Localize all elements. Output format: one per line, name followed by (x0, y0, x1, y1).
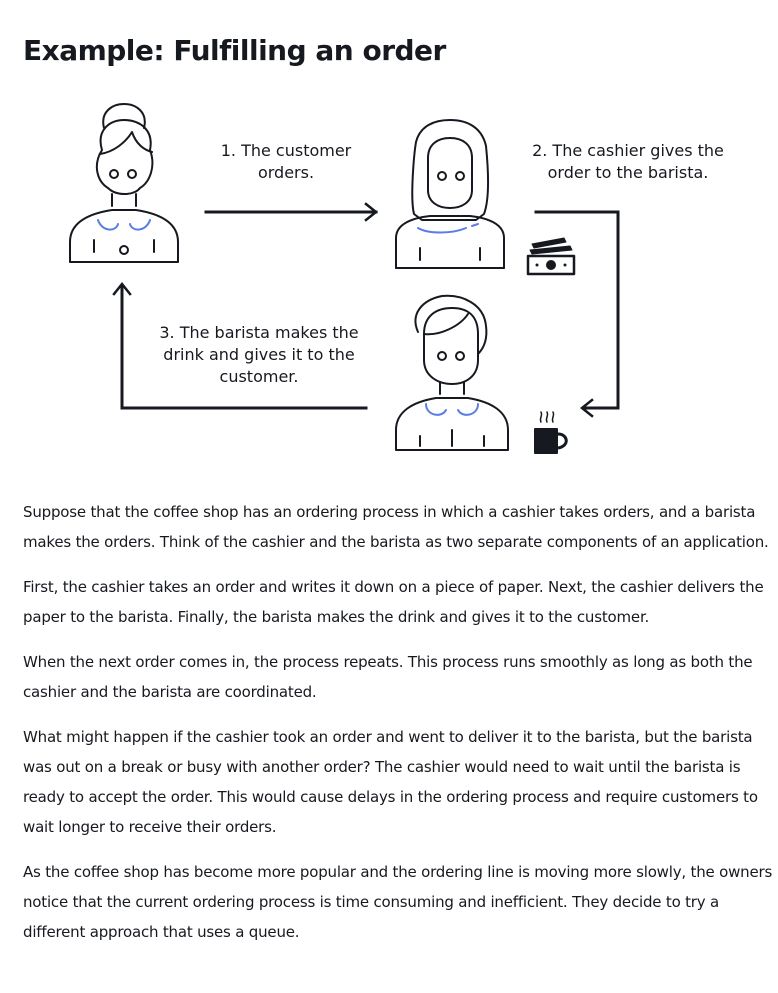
coffee-cup-icon (534, 411, 568, 454)
article-body: Suppose that the coffee shop has an orde… (23, 497, 775, 962)
step-2-label: 2. The cashier gives the order to the ba… (532, 141, 724, 182)
paragraph: What might happen if the cashier took an… (23, 728, 758, 836)
cashier-icon (395, 119, 505, 269)
page-title: Example: Fulfilling an order (23, 34, 446, 67)
arrow-barista-to-customer (112, 281, 368, 410)
paragraph: First, the cashier takes an order and wr… (23, 578, 764, 626)
paragraph: As the coffee shop has become more popul… (23, 863, 773, 941)
order-flow-diagram: 1. The customer orders. 2. The cashier g… (0, 90, 778, 470)
diagram-canvas (69, 103, 620, 454)
arrow-cashier-to-barista (534, 210, 620, 418)
customer-icon (69, 103, 179, 263)
step-1-label: 1. The customer orders. (220, 141, 352, 182)
paragraph: Suppose that the coffee shop has an orde… (23, 503, 769, 551)
money-icon (526, 237, 576, 276)
step-3-label: 3. The barista makes the drink and gives… (159, 323, 359, 386)
barista-icon (395, 294, 509, 451)
arrow-customer-to-cashier (204, 202, 379, 222)
paragraph: When the next order comes in, the proces… (23, 653, 753, 701)
